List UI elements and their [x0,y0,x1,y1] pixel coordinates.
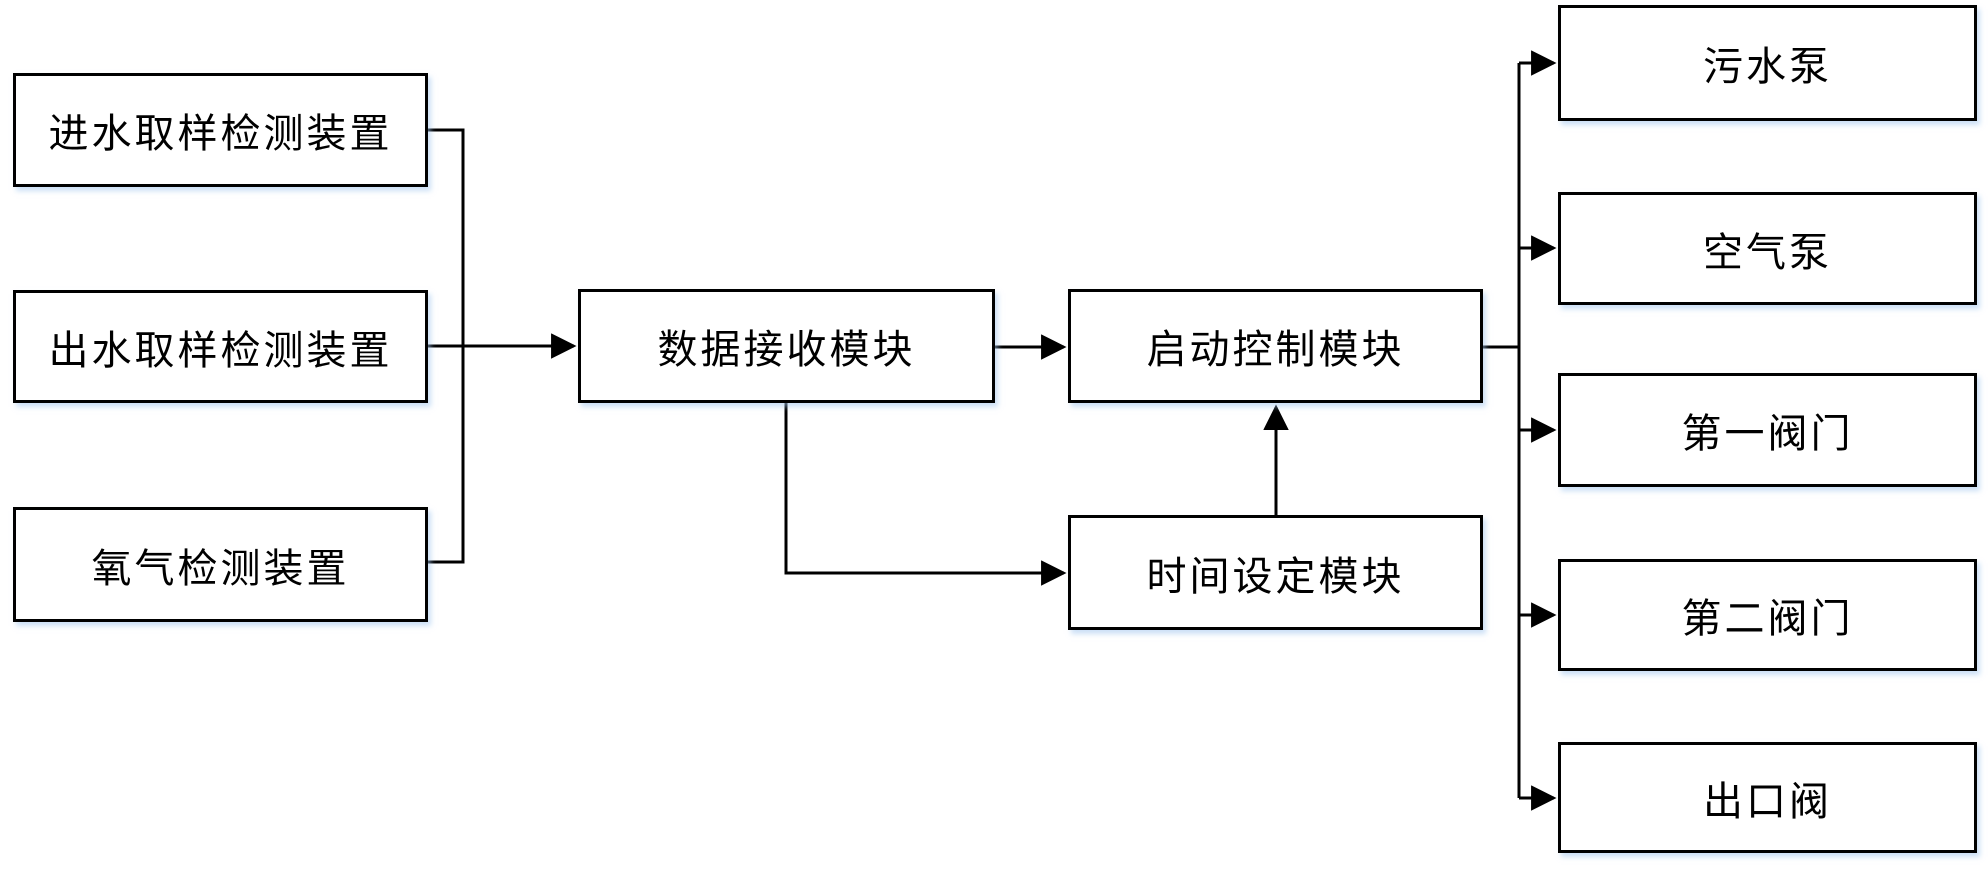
box-label: 第二阀门 [1681,597,1854,641]
box-label: 出口阀 [1703,779,1832,824]
box-label: 进水取样检测装置 [48,112,393,156]
connector-data-to-time-setting [784,403,1067,586]
box-sewage-pump: 污水泵 [1558,5,1977,121]
box-outlet-valve: 出口阀 [1558,742,1977,853]
box-time-setting-module: 时间设定模块 [1068,515,1483,630]
box-label: 出水取样检测装置 [48,328,393,373]
box-oxygen-detector: 氧气检测装置 [13,507,428,622]
box-label: 第一阀门 [1681,412,1854,456]
box-inlet-water-sampling-detector: 进水取样检测装置 [13,73,428,187]
box-label: 空气泵 [1703,230,1832,275]
box-outlet-water-sampling-detector: 出水取样检测装置 [13,290,428,403]
box-data-receiving-module: 数据接收模块 [578,289,995,403]
box-label: 时间设定模块 [1146,554,1405,599]
box-air-pump: 空气泵 [1558,192,1977,305]
box-label: 污水泵 [1703,45,1832,89]
box-first-valve: 第一阀门 [1558,373,1977,487]
box-label: 氧气检测装置 [91,546,350,591]
box-start-control-module: 启动控制模块 [1068,289,1483,403]
box-second-valve: 第二阀门 [1558,559,1977,671]
box-label: 数据接收模块 [657,328,916,372]
box-label: 启动控制模块 [1146,328,1405,372]
